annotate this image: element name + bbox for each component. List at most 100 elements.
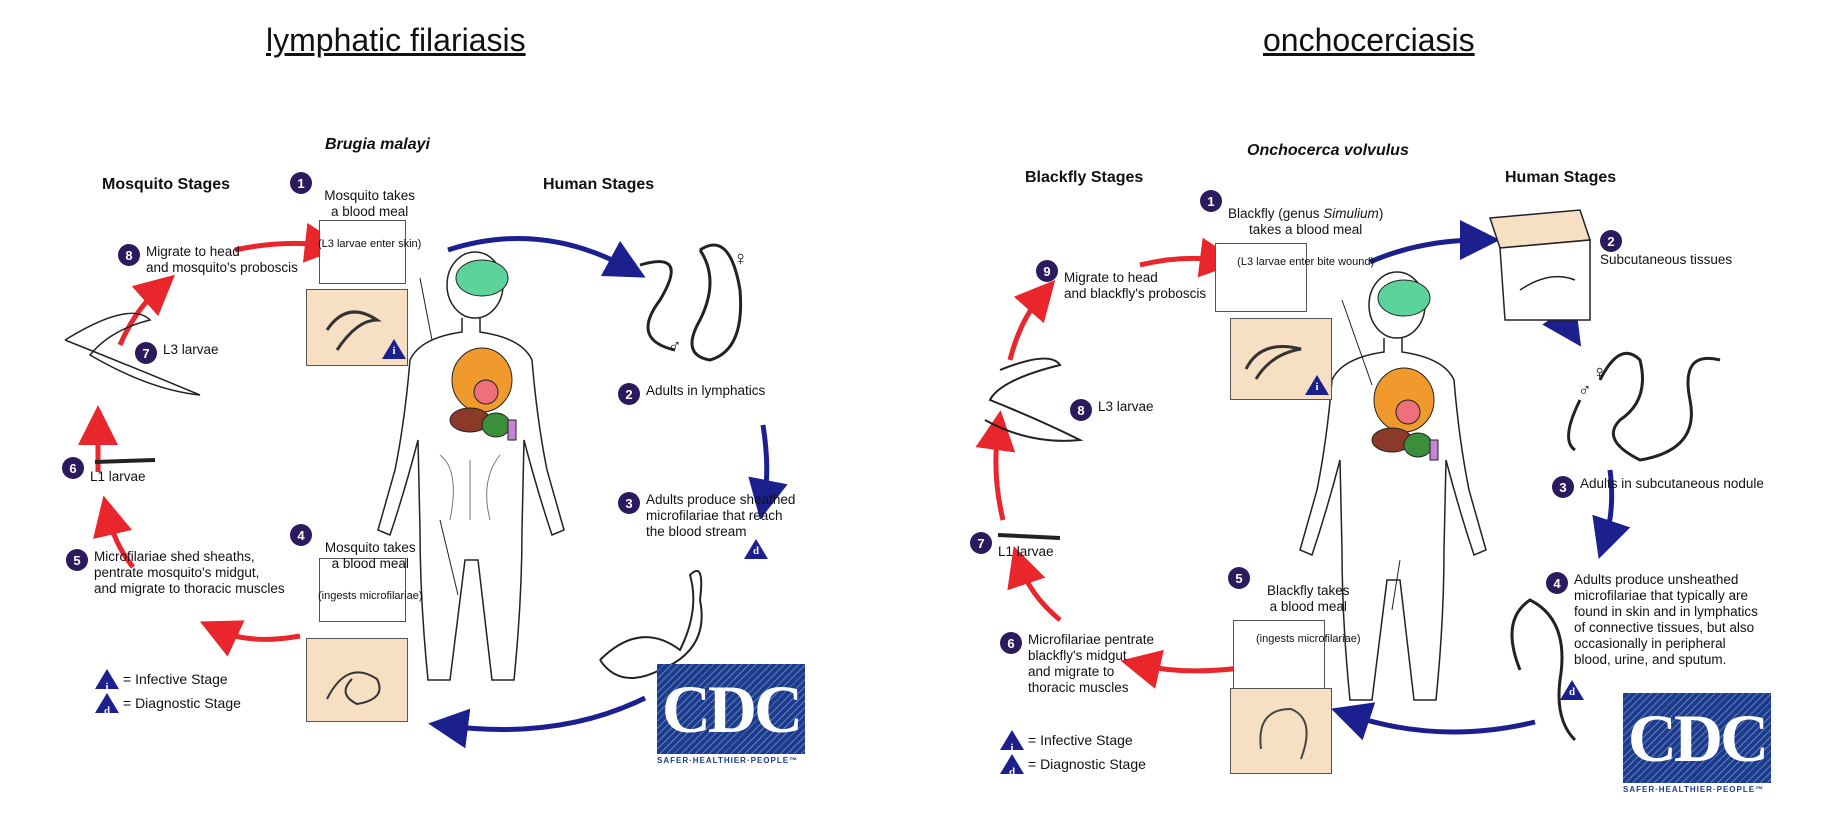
step-text: Adults in lymphatics	[646, 383, 766, 398]
step-subtext: (ingests microfilariae)	[318, 590, 423, 602]
right-step-1: 1 Blackfly (genus Simulium) takes a bloo…	[1200, 190, 1383, 286]
step-text: Mosquito takes a blood meal	[324, 540, 416, 571]
left-step-1: 1 Mosquito takes a blood meal (L3 larvae…	[290, 172, 421, 268]
section-title-onchocerciasis: onchocerciasis	[1263, 22, 1475, 58]
step-text: Adults produce sheathed microfilariae th…	[646, 492, 796, 539]
right-step-3: 3 Adults in subcutaneous nodule	[1552, 476, 1764, 498]
step-subtext: (ingests microfilariae)	[1256, 633, 1361, 645]
infective-badge-icon: i	[95, 669, 119, 693]
right-human-stages-header: Human Stages	[1505, 169, 1617, 186]
left-legend: i = Infective Stage d = Diagnostic Stage	[95, 667, 241, 717]
diagnostic-stage-badge: d	[744, 539, 768, 559]
step-text: L3 larvae	[163, 342, 219, 357]
left-vector-stages-header: Mosquito Stages	[102, 176, 231, 193]
step-number: 5	[1228, 567, 1250, 589]
left-step-3: 3 Adults produce sheathed microfilariae …	[618, 492, 795, 540]
legend-diagnostic-row: d = Diagnostic Stage	[1000, 752, 1146, 778]
step-number: 6	[1000, 632, 1022, 654]
blackfly-bite-image-bottom	[1233, 620, 1325, 689]
step-subtext: (L3 larvae enter bite wound)	[1237, 256, 1375, 268]
blackfly-bite-image-top	[1215, 243, 1307, 312]
step-number: 5	[66, 549, 88, 571]
legend-infective-label: = Infective Stage	[123, 671, 228, 687]
step-text: Subcutaneous tissues	[1600, 252, 1733, 267]
step-text: Adults in subcutaneous nodule	[1580, 476, 1764, 491]
diagnostic-badge-icon: d	[1000, 754, 1024, 778]
microfilaria-left	[599, 569, 703, 679]
heart-shape	[1395, 399, 1421, 425]
right-step-4: 4 Adults produce unsheathed microfilaria…	[1546, 572, 1758, 668]
cdc-tagline-right: SAFER·HEALTHIER·PEOPLE™	[1623, 785, 1765, 794]
left-step-2: 2 Adults in lymphatics	[618, 383, 765, 405]
legend-diagnostic-label: = Diagnostic Stage	[123, 695, 241, 711]
step-number: 2	[1600, 230, 1622, 252]
right-step-8: 8 L3 larvae	[1070, 399, 1154, 421]
step-text: Migrate to head and mosquito's proboscis	[146, 244, 298, 275]
right-vector-stages-header: Blackfly Stages	[1025, 169, 1144, 186]
cdc-tagline-left: SAFER·HEALTHIER·PEOPLE™	[657, 756, 799, 765]
left-step-7: 7 L3 larvae	[135, 342, 219, 364]
step-number: 8	[1070, 399, 1092, 421]
left-species-name: Brugia malayi	[325, 136, 430, 153]
step-number: 4	[1546, 572, 1568, 594]
step-number: 9	[1036, 260, 1058, 282]
infective-badge-icon: i	[1000, 730, 1024, 754]
right-step-6: 6 Microfilariae pentrate blackfly's midg…	[1000, 632, 1154, 696]
legend-infective-row: i = Infective Stage	[1000, 728, 1146, 754]
legend-infective-label: = Infective Stage	[1028, 732, 1133, 748]
infective-stage-badge: i	[1305, 375, 1329, 395]
l1-larva-left	[94, 458, 156, 464]
step-number: 2	[618, 383, 640, 405]
left-human-stages-header: Human Stages	[543, 176, 655, 193]
l1-larva-right	[997, 533, 1061, 540]
legend-diagnostic-label: = Diagnostic Stage	[1028, 756, 1146, 772]
left-male-symbol: ♂	[668, 336, 682, 356]
legend-diagnostic-row: d = Diagnostic Stage	[95, 691, 241, 717]
microfilaria-right	[1510, 598, 1577, 742]
right-step-7: 7 L1 larvae	[970, 532, 1054, 560]
l3-larva-right	[984, 357, 1084, 442]
step-number: 7	[970, 532, 992, 554]
right-legend: i = Infective Stage d = Diagnostic Stage	[1000, 728, 1146, 778]
step-number: 3	[1552, 476, 1574, 498]
legend-infective-row: i = Infective Stage	[95, 667, 241, 693]
step-text: L1 larvae	[90, 469, 146, 484]
left-step-5: 5 Microfilariae shed sheaths, pentrate m…	[66, 549, 285, 597]
l3-larva-left	[64, 312, 201, 396]
right-female-symbol: ♀	[1592, 362, 1607, 384]
left-step-4: 4 Mosquito takes a blood meal (ingests m…	[290, 524, 423, 620]
diagnostic-badge-icon: d	[95, 693, 119, 717]
mosquito-bite-image-bottom	[319, 558, 406, 622]
heart-shape	[473, 379, 499, 405]
section-title-lymphatic-filariasis: lymphatic filariasis	[266, 22, 526, 58]
mosquito-bite-image-top	[319, 220, 406, 284]
step-number: 4	[290, 524, 312, 546]
right-step-2: 2 Subcutaneous tissues	[1600, 230, 1732, 268]
left-female-symbol: ♀	[733, 248, 748, 270]
skin-tissue-block	[1488, 209, 1592, 321]
kidney-shape	[1429, 439, 1439, 461]
step-number: 8	[118, 244, 140, 266]
step-number: 1	[1200, 190, 1222, 212]
cdc-logo-right: CDC	[1623, 693, 1771, 783]
infective-stage-badge: i	[382, 339, 406, 359]
brain-shape	[1377, 279, 1431, 317]
microfilaria-image-box	[306, 638, 408, 722]
cdc-logo-left: CDC	[657, 664, 805, 754]
right-step-9: 9 Migrate to head and blackfly's probosc…	[1036, 260, 1206, 302]
kidney-shape	[507, 419, 517, 441]
microfilaria-image-box-right	[1230, 688, 1332, 774]
step-text: Migrate to head and blackfly's proboscis	[1064, 270, 1207, 301]
step-text: Adults produce unsheathed microfilariae …	[1574, 572, 1758, 667]
step-text: Mosquito takes a blood meal	[324, 188, 416, 219]
step-text: Blackfly (genus Simulium) takes a blood …	[1228, 206, 1384, 237]
step-text: Microfilariae pentrate blackfly's midgut…	[1028, 632, 1155, 695]
right-male-symbol: ♂	[1578, 380, 1592, 400]
right-step-5: 5 Blackfly takes a blood meal (ingests m…	[1228, 567, 1361, 663]
left-step-8: 8 Migrate to head and mosquito's probosc…	[118, 244, 298, 276]
diagnostic-stage-badge: d	[1560, 680, 1584, 700]
step-text: L1 larvae	[998, 544, 1054, 559]
adult-worms-right	[1567, 351, 1721, 462]
step-text: Blackfly takes a blood meal	[1267, 583, 1350, 614]
